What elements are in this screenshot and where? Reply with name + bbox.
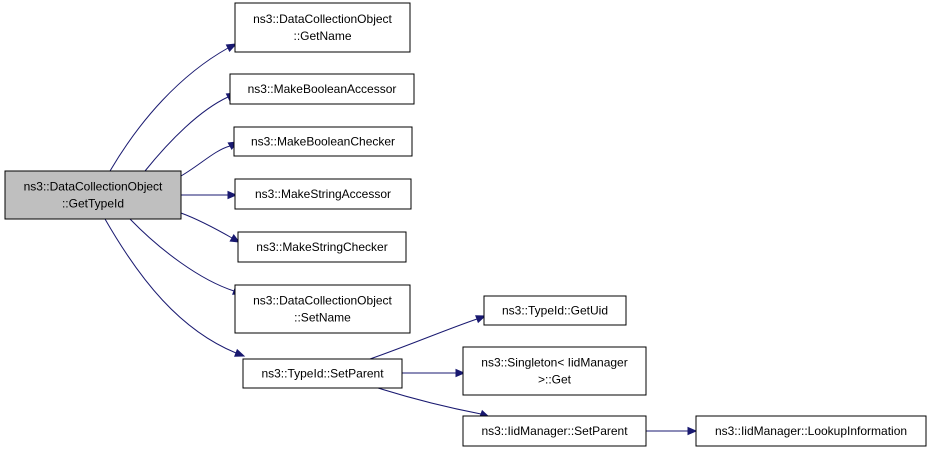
node-mkboolacc[interactable]: ns3::MakeBooleanAccessor — [229, 73, 415, 105]
node-box[interactable] — [234, 178, 412, 210]
edge-iidsetparent-to-lookup — [646, 426, 698, 436]
edge-root-to-mkstracc — [181, 190, 238, 200]
node-root[interactable]: ns3::DataCollectionObject::GetTypeId — [4, 170, 182, 220]
edge-line — [180, 212, 233, 239]
edge-root-to-mkstrchk — [180, 212, 241, 243]
node-singleton[interactable]: ns3::Singleton< IidManager>::Get — [462, 346, 647, 396]
node-label: ns3::DataCollectionObject — [24, 180, 163, 194]
node-label: ns3::DataCollectionObject — [253, 12, 392, 26]
node-label: ::SetName — [294, 311, 351, 325]
edge-line — [369, 318, 478, 360]
arrowhead-icon — [229, 234, 241, 243]
edge-line — [144, 96, 229, 172]
node-label: >::Get — [538, 373, 572, 387]
edge-root-to-mkboolchk — [180, 141, 239, 177]
edge-line — [180, 145, 231, 177]
node-getname[interactable]: ns3::DataCollectionObject::GetName — [234, 2, 411, 53]
arrowhead-icon — [225, 43, 238, 53]
node-mkstracc[interactable]: ns3::MakeStringAccessor — [234, 178, 412, 210]
arrowhead-icon — [234, 348, 246, 357]
node-label: ::GetTypeId — [62, 197, 124, 211]
node-box[interactable] — [695, 415, 927, 447]
node-setparent[interactable]: ns3::TypeId::SetParent — [242, 358, 403, 389]
edge-line — [377, 387, 482, 415]
node-label: ns3::MakeBooleanChecker — [251, 135, 395, 149]
node-box[interactable] — [462, 346, 647, 396]
node-iidsetparent[interactable]: ns3::IidManager::SetParent — [462, 415, 647, 447]
edge-setparent-to-singleton — [402, 368, 466, 378]
node-box[interactable] — [242, 358, 403, 389]
node-box[interactable] — [462, 415, 647, 447]
node-label: ns3::TypeId::SetParent — [261, 367, 384, 381]
node-label: ns3::DataCollectionObject — [253, 294, 392, 308]
edge-setparent-to-getuid — [369, 315, 487, 360]
edge-root-to-getname — [109, 43, 238, 172]
edge-line — [104, 218, 237, 354]
node-label: ns3::MakeStringChecker — [256, 240, 387, 254]
node-box[interactable] — [234, 284, 411, 334]
edge-root-to-setparent — [104, 218, 246, 357]
arrowhead-icon — [475, 315, 487, 324]
node-label: ns3::TypeId::GetUid — [502, 304, 608, 318]
node-getuid[interactable]: ns3::TypeId::GetUid — [483, 295, 627, 326]
node-label: ns3::IidManager::SetParent — [481, 424, 628, 438]
edge-line — [129, 218, 235, 292]
edge-root-to-setname — [129, 218, 244, 295]
arrowhead-icon — [687, 426, 698, 436]
node-setname[interactable]: ns3::DataCollectionObject::SetName — [234, 284, 411, 334]
edge-line — [109, 47, 229, 172]
nodes-layer: ns3::DataCollectionObject::GetTypeIdns3:… — [4, 2, 927, 447]
node-box[interactable] — [229, 73, 415, 105]
node-label: ::GetName — [293, 29, 351, 43]
node-label: ns3::MakeStringAccessor — [255, 187, 391, 201]
node-box[interactable] — [4, 170, 182, 220]
arrowhead-icon — [227, 190, 238, 200]
node-mkstrchk[interactable]: ns3::MakeStringChecker — [237, 231, 407, 263]
node-label: ns3::Singleton< IidManager — [481, 356, 627, 370]
node-label: ns3::IidManager::LookupInformation — [715, 424, 907, 438]
node-box[interactable] — [237, 231, 407, 263]
node-box[interactable] — [234, 2, 411, 53]
node-lookup[interactable]: ns3::IidManager::LookupInformation — [695, 415, 927, 447]
node-label: ns3::MakeBooleanAccessor — [248, 82, 397, 96]
arrowhead-icon — [455, 368, 466, 378]
node-box[interactable] — [483, 295, 627, 326]
node-box[interactable] — [233, 126, 413, 157]
node-mkboolchk[interactable]: ns3::MakeBooleanChecker — [233, 126, 413, 157]
